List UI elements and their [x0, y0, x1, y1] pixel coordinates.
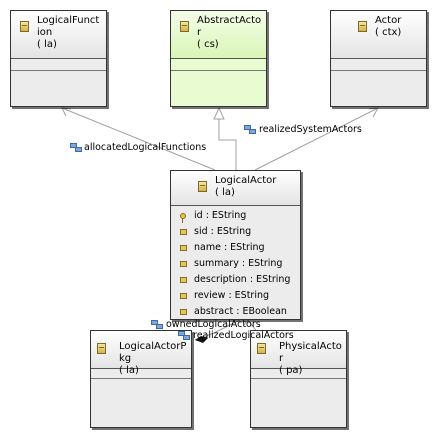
edge-label-owned-logical-actors[interactable]: ownedLogicalActors [166, 319, 261, 330]
compartment-divider [251, 378, 346, 379]
class-icon [257, 343, 266, 354]
attribute-label: abstract : EBoolean [194, 306, 287, 317]
class-node-logical-actor[interactable]: LogicalActor ( la) id : EString sid : ES… [170, 170, 301, 320]
attribute-label: summary : EString [194, 258, 283, 269]
class-package: ( la) [119, 365, 139, 376]
class-name: LogicalActorPkg [119, 341, 187, 364]
attribute-row[interactable]: summary : EString [171, 256, 300, 272]
attribute-icon [180, 261, 187, 267]
reference-icon [151, 320, 163, 329]
reference-icon [178, 331, 190, 340]
attribute-row[interactable]: id : EString [171, 208, 300, 224]
containment-diamond [195, 336, 208, 343]
attribute-row[interactable]: sid : EString [171, 224, 300, 240]
class-name: Actor [375, 15, 402, 26]
attribute-label: name : EString [194, 242, 265, 253]
class-node-physical-actor[interactable]: PhysicalActor ( pa) [250, 330, 347, 428]
class-package: ( cs) [197, 39, 219, 50]
class-package: ( la) [37, 39, 57, 50]
compartment-divider [171, 70, 266, 71]
attribute-compartment: id : EString sid : EString name : EStrin… [171, 208, 300, 320]
attribute-icon [180, 245, 187, 251]
class-name: LogicalActor [215, 175, 277, 186]
attribute-row[interactable]: review : EString [171, 288, 300, 304]
class-package: ( ctx) [375, 27, 402, 38]
attribute-label: description : EString [194, 274, 291, 285]
attribute-row[interactable]: abstract : EBoolean [171, 304, 300, 320]
compartment-divider [331, 70, 426, 71]
attribute-icon [180, 309, 187, 315]
arrowhead-open [368, 107, 379, 118]
attribute-label: sid : EString [194, 226, 252, 237]
attribute-label: id : EString [194, 210, 247, 221]
class-icon [180, 21, 189, 32]
reference-icon [244, 125, 256, 134]
attribute-icon [180, 229, 187, 235]
compartment-divider [11, 70, 106, 71]
attribute-row[interactable]: description : EString [171, 272, 300, 288]
edge-label-allocated-logical-functions[interactable]: allocatedLogicalFunctions [84, 142, 207, 153]
key-attribute-icon [180, 213, 186, 223]
arrowhead-open [243, 319, 253, 327]
class-package: ( la) [215, 187, 235, 198]
reference-icon [70, 143, 82, 152]
class-name: PhysicalActor [279, 341, 342, 364]
class-name: LogicalFunction [37, 15, 100, 38]
class-node-abstract-actor[interactable]: AbstractActor ( cs) [170, 10, 267, 107]
edge-realized-system-actors[interactable] [254, 107, 379, 171]
attribute-label: review : EString [194, 290, 270, 301]
class-icon [198, 181, 207, 192]
arrowhead-open [61, 107, 72, 117]
edge-allocated-logical-functions[interactable] [61, 107, 216, 171]
class-icon [358, 21, 367, 32]
edge-label-realized-system-actors[interactable]: realizedSystemActors [259, 124, 362, 135]
attribute-icon [180, 277, 187, 283]
attribute-row[interactable]: name : EString [171, 240, 300, 256]
attribute-icon [180, 293, 187, 299]
class-name: AbstractActor [197, 15, 262, 38]
class-icon [20, 21, 29, 32]
class-node-actor[interactable]: Actor ( ctx) [330, 10, 427, 107]
compartment-divider [91, 378, 191, 379]
class-node-logical-function[interactable]: LogicalFunction ( la) [10, 10, 107, 107]
edge-label-realized-logical-actors[interactable]: realizedLogicalActors [193, 330, 294, 341]
class-package: ( pa) [279, 365, 303, 376]
arrowhead-triangle [213, 106, 225, 120]
edge-generalization-abstract-actor[interactable] [218, 108, 237, 170]
class-icon [97, 343, 106, 354]
class-node-logical-actor-pkg[interactable]: LogicalActorPkg ( la) [90, 330, 192, 428]
